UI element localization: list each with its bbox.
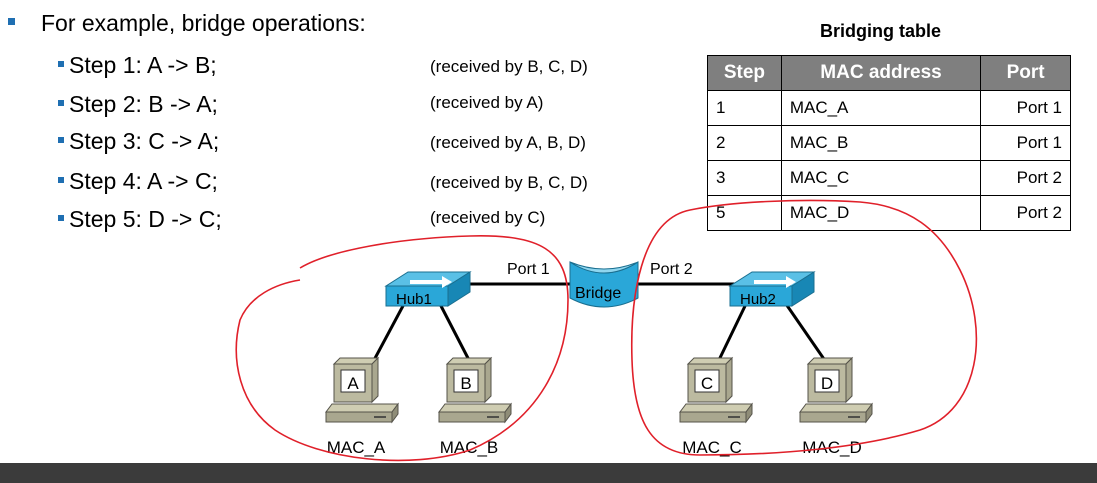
step-label: Step 5: D -> C; <box>69 206 222 232</box>
computer-icon <box>438 357 512 423</box>
step-item: Step 2: B -> A; <box>58 91 218 118</box>
table-title: Bridging table <box>820 21 941 41</box>
step-label: Step 2: B -> A; <box>69 91 218 117</box>
link-hub1-a <box>371 303 406 363</box>
computer-icon <box>325 357 399 423</box>
bullet-icon <box>58 99 64 106</box>
step-note: (received by B, C, D) <box>430 173 588 192</box>
step-item: Step 3: C -> A; <box>58 128 219 155</box>
step-note: (received by A, B, D) <box>430 133 586 152</box>
table-row: 3 MAC_C Port 2 <box>707 160 1071 196</box>
host-label-b: B <box>460 374 471 393</box>
computer-icon <box>679 357 753 423</box>
table-cell: Port 2 <box>980 195 1071 231</box>
bridge-label: Bridge <box>575 285 621 302</box>
annotation-circle-right <box>630 199 978 456</box>
table-cell: MAC_A <box>780 90 982 126</box>
table-cell: MAC_B <box>780 125 982 161</box>
step-item: Step 5: D -> C; <box>58 206 222 233</box>
table-cell: MAC_C <box>780 160 982 196</box>
step-label: Step 3: C -> A; <box>69 128 220 154</box>
bottom-bar <box>0 463 1097 483</box>
step-label: Step 4: A -> C; <box>69 168 218 194</box>
intro-bullet: For example, bridge operations: <box>8 10 366 37</box>
step-item: Step 1: A -> B; <box>58 52 217 79</box>
step-item: Step 4: A -> C; <box>58 168 218 195</box>
table-cell: Port 2 <box>980 160 1071 196</box>
table-row: 1 MAC_A Port 1 <box>707 90 1071 126</box>
port2-label: Port 2 <box>650 261 693 278</box>
host-label-c: C <box>701 374 713 393</box>
table-cell: 3 <box>707 160 782 196</box>
step-note: (received by A) <box>430 93 544 112</box>
table-row: 5 MAC_D Port 2 <box>707 195 1071 231</box>
step-label: Step 1: A -> B; <box>69 52 217 78</box>
link-hub2-d <box>784 303 828 363</box>
port1-label: Port 1 <box>507 261 550 278</box>
link-hub2-c <box>716 303 748 363</box>
bridge-icon <box>569 261 639 308</box>
host-label-a: A <box>347 374 359 393</box>
bullet-icon <box>58 60 64 67</box>
table-cell: Port 1 <box>980 125 1071 161</box>
table-cell: Port 1 <box>980 90 1071 126</box>
column-header: MAC address <box>780 55 982 91</box>
column-header: Step <box>707 55 782 91</box>
annotation-circle-left <box>235 235 569 462</box>
bullet-icon <box>58 176 64 183</box>
hub1-label: Hub1 <box>396 291 432 308</box>
bullet-icon <box>58 214 64 221</box>
bridging-table: Step MAC address Port 1 MAC_A Port 1 2 M… <box>707 55 1071 231</box>
mac-label-c: MAC_C <box>682 438 742 457</box>
table-cell: 1 <box>707 90 782 126</box>
step-note: (received by C) <box>430 208 546 227</box>
column-header: Port <box>980 55 1071 91</box>
table-header-row: Step MAC address Port <box>707 55 1071 91</box>
step-note: (received by B, C, D) <box>430 57 588 76</box>
bullet-icon <box>58 136 64 143</box>
host-label-d: D <box>821 374 833 393</box>
intro-text: For example, bridge operations: <box>41 10 366 36</box>
hub2-label: Hub2 <box>740 291 776 308</box>
bullet-icon <box>8 18 15 26</box>
computer-icon <box>799 357 873 423</box>
link-hub1-b <box>438 303 472 363</box>
mac-label-a: MAC_A <box>327 438 386 457</box>
